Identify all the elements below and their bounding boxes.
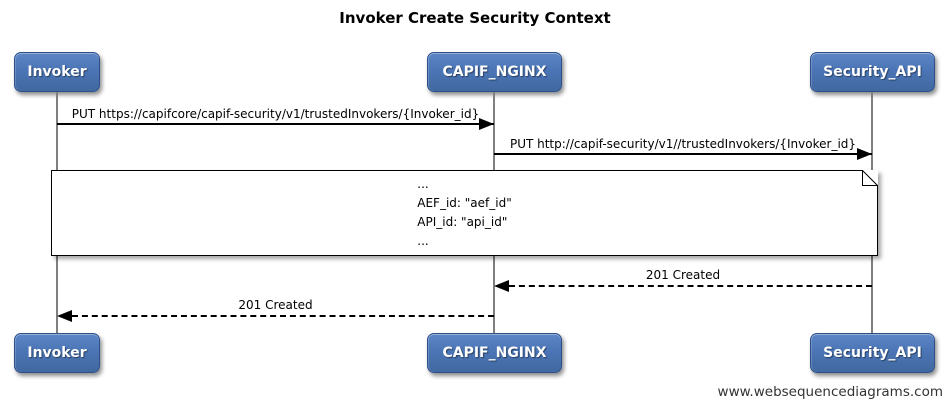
actor-label: Security_API [823,64,922,80]
arrowhead-left-icon [57,310,72,322]
message-3-label: 201 Created [645,268,721,282]
arrowhead-right-icon [857,148,872,160]
note-box: ... AEF_id: "aef_id" API_id: "api_id" ..… [51,170,878,256]
actor-label: CAPIF_NGINX [442,345,547,361]
actor-label: Invoker [27,64,87,80]
note-line: API_id: "api_id" [417,215,508,229]
message-1-line [57,123,494,125]
message-3-line [509,285,872,287]
diagram-title: Invoker Create Security Context [339,9,611,27]
footer-credit: www.websequencediagrams.com [717,384,943,400]
arrowhead-right-icon [479,118,494,130]
actor-box-security-api-bottom: Security_API [810,333,935,373]
actor-box-invoker-top: Invoker [14,52,100,92]
note-line: ... [417,234,429,248]
note-line: ... [417,177,429,191]
note-text: ... AEF_id: "aef_id" API_id: "api_id" ..… [417,175,511,251]
message-1-label: PUT https://capifcore/capif-security/v1/… [71,107,480,121]
note-fold-icon [862,170,878,186]
actor-box-capif-nginx-bottom: CAPIF_NGINX [427,333,562,373]
message-4-line [72,315,494,317]
arrowhead-left-icon [494,280,509,292]
actor-box-capif-nginx-top: CAPIF_NGINX [427,52,562,92]
actor-label: CAPIF_NGINX [442,64,547,80]
actor-box-invoker-bottom: Invoker [14,333,100,373]
message-2-label: PUT http://capif-security/v1//trustedInv… [509,137,857,151]
note-line: AEF_id: "aef_id" [417,196,512,210]
actor-box-security-api-top: Security_API [810,52,935,92]
actor-label: Invoker [27,345,87,361]
actor-label: Security_API [823,345,922,361]
message-4-label: 201 Created [238,298,313,312]
message-2-line [494,153,872,155]
